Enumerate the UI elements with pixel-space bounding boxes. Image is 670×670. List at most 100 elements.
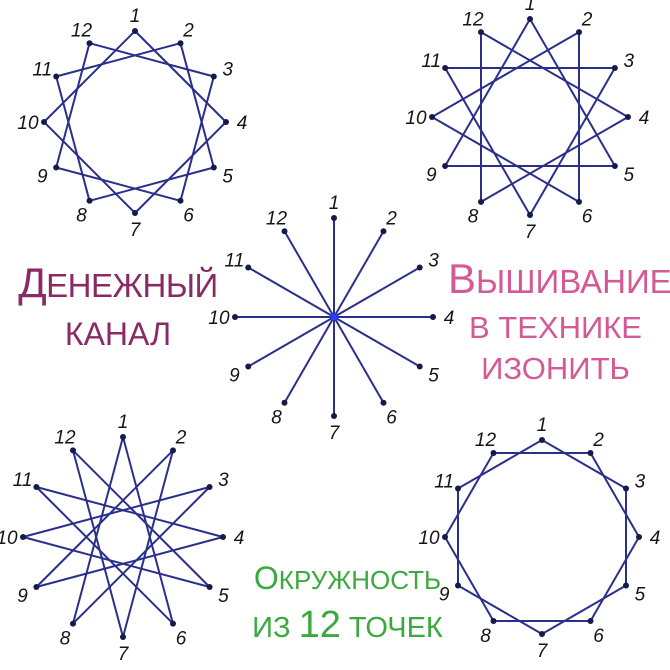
point-label: 12: [54, 428, 76, 449]
point-label: 2: [385, 208, 397, 229]
title-circle-number: 12: [298, 604, 341, 646]
point-11: [53, 73, 60, 80]
thread-lines: [43, 30, 227, 214]
point-label: 7: [130, 220, 142, 241]
point-9: [454, 582, 461, 589]
point-12: [281, 228, 288, 235]
point-11: [442, 65, 449, 71]
point-12: [490, 449, 497, 456]
point-2: [576, 29, 582, 36]
point-8: [478, 198, 484, 205]
point-label: 6: [183, 206, 194, 227]
point-label: 11: [421, 51, 441, 72]
title-embroidery-line2: В ТЕХНИКЕ: [469, 310, 642, 345]
point-label: 1: [537, 415, 548, 436]
point-4: [625, 114, 631, 120]
point-label: 6: [386, 408, 397, 429]
title-money-rest: ЕНЕЖНЫЙ: [46, 267, 218, 304]
point-label: 4: [234, 528, 245, 549]
point-label: 1: [130, 6, 141, 27]
point-label: 4: [639, 108, 650, 129]
point-label: 11: [434, 472, 454, 493]
title-money-channel: ДЕНЕЖНЫЙ КАНАЛ: [18, 262, 218, 351]
point-10: [232, 314, 238, 320]
thread-lines: [235, 218, 433, 416]
title-circle-rest: КРУЖНОСТЬ: [278, 565, 442, 595]
point-4: [430, 314, 436, 320]
point-label: 2: [581, 9, 593, 30]
point-label: 8: [468, 207, 479, 228]
point-2: [587, 449, 594, 456]
point-label: 5: [635, 585, 646, 606]
point-2: [170, 447, 176, 454]
point-label: 9: [229, 366, 240, 387]
point-3: [210, 73, 217, 80]
point-3: [416, 264, 423, 271]
thread-lines: [431, 18, 629, 216]
point-7: [527, 212, 533, 218]
point-1: [539, 437, 545, 443]
title-embroidery-line3: ИЗОНИТЬ: [481, 351, 630, 386]
point-10: [429, 114, 435, 120]
thread-lines: [22, 436, 224, 638]
point-9: [53, 164, 60, 171]
point-6: [576, 198, 582, 205]
point-label: 1: [118, 412, 129, 433]
title-embroidery: ВЫШИВАНИЕ В ТЕХНИКЕ ИЗОНИТЬ: [448, 255, 670, 386]
title-circle-from: ИЗ: [252, 612, 299, 644]
point-11: [33, 484, 40, 490]
point-label: 8: [271, 408, 282, 429]
point-label: 4: [650, 528, 661, 549]
point-2: [177, 40, 184, 47]
point-5: [210, 164, 217, 171]
point-label: 10: [17, 113, 39, 134]
point-label: 8: [60, 628, 71, 649]
point-label: 4: [444, 308, 455, 329]
point-label: 1: [525, 0, 536, 15]
title-circle-cap: О: [253, 560, 279, 596]
point-label: 7: [118, 644, 130, 665]
point-2: [380, 228, 387, 235]
point-6: [587, 618, 594, 625]
point-8: [490, 618, 497, 625]
point-6: [177, 197, 184, 204]
point-12: [70, 447, 76, 454]
point-7: [120, 634, 126, 640]
point-7: [132, 210, 138, 216]
point-10: [41, 119, 47, 125]
point-label: 9: [439, 585, 450, 606]
point-4: [636, 534, 642, 540]
point-label: 3: [428, 251, 439, 272]
point-label: 10: [208, 308, 230, 329]
point-10: [442, 534, 448, 540]
point-label: 12: [462, 9, 484, 30]
thread-lines: [444, 439, 640, 635]
point-1: [331, 215, 337, 221]
point-label: 12: [71, 20, 93, 41]
point-label: 5: [428, 366, 439, 387]
point-8: [86, 197, 93, 204]
point-8: [281, 399, 288, 406]
title-circle-12-points: ОКРУЖНОСТЬ ИЗ 12 ТОЧЕК: [240, 562, 455, 644]
point-label: 10: [405, 108, 427, 129]
point-9: [33, 584, 40, 590]
point-5: [611, 163, 618, 169]
point-label: 10: [418, 528, 440, 549]
point-label: 9: [17, 586, 28, 607]
point-label: 3: [222, 60, 233, 81]
point-9: [442, 163, 449, 169]
point-label: 12: [475, 430, 497, 451]
point-9: [245, 363, 252, 370]
point-label: 9: [426, 165, 437, 186]
point-label: 6: [593, 626, 604, 647]
point-3: [623, 485, 630, 492]
title-embroidery-cap: В: [448, 255, 477, 302]
title-circle-points: ТОЧЕК: [340, 612, 443, 644]
point-6: [170, 620, 176, 627]
